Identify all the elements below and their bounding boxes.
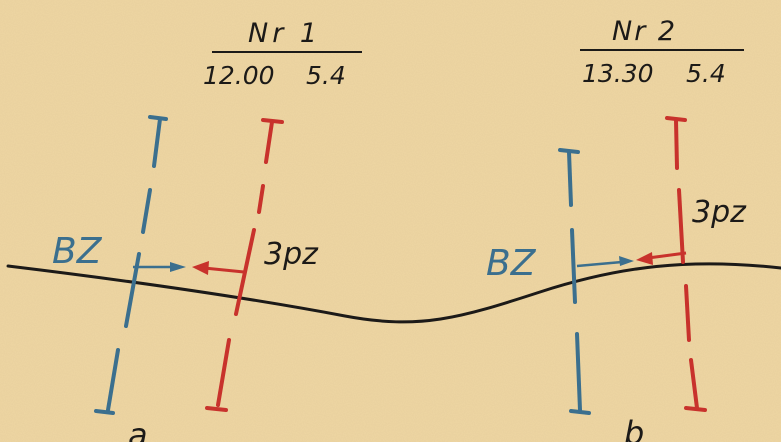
blue-line-dash <box>570 228 577 304</box>
panel-b-red-unit-label: 3pz <box>692 195 747 230</box>
blue-line-dash <box>106 348 120 412</box>
arrow-left-icon <box>636 251 687 265</box>
blue-line-cap-top <box>148 115 168 121</box>
panel-a-header: Nr 1 12.00 5.4 <box>203 18 362 90</box>
red-line-dash <box>674 118 679 170</box>
red-line-dash <box>234 228 256 316</box>
blue-line-dash <box>152 117 162 168</box>
panel-a-red-unit-label: 3pz <box>264 237 319 272</box>
panel-a-date-label: 5.4 <box>306 61 346 90</box>
panel-b-number-label: Nr 2 <box>612 16 677 47</box>
panel-a-time-label: 12.00 <box>203 61 275 90</box>
arrow-right-icon <box>576 256 634 268</box>
blue-line-cap-bottom <box>94 409 115 415</box>
panel-b-time-label: 13.30 <box>582 59 654 88</box>
red-line-dash <box>677 188 685 264</box>
panel-b-date-label: 5.4 <box>686 59 726 88</box>
panel-a-red-line <box>205 118 284 412</box>
red-line-dash <box>684 284 691 342</box>
red-line-cap-bottom <box>205 406 228 412</box>
blue-line-dash <box>575 332 582 412</box>
arrow-right-icon <box>133 262 186 272</box>
red-line-dash <box>257 184 265 214</box>
arrow-left-icon <box>192 261 245 275</box>
blue-line-cap-bottom <box>569 409 591 415</box>
red-line-dash <box>216 338 231 407</box>
panel-b-blue-unit-label: BZ <box>486 243 537 284</box>
panel-a-number-label: Nr 1 <box>248 18 321 49</box>
blue-line-dash <box>141 188 152 234</box>
panel-a-blue-unit-label: BZ <box>52 231 103 272</box>
red-line-dash <box>689 358 699 410</box>
panel-b-header: Nr 2 13.30 5.4 <box>580 16 744 88</box>
panel-b-red-line <box>665 116 707 412</box>
red-line-cap-bottom <box>684 406 707 412</box>
blue-line-dash <box>567 150 573 207</box>
red-line-dash <box>264 120 274 164</box>
front-line <box>6 262 781 324</box>
panel-b-blue-line <box>558 148 591 415</box>
panel-a-letter: a <box>128 416 148 442</box>
panel-b-letter: b <box>624 414 644 442</box>
